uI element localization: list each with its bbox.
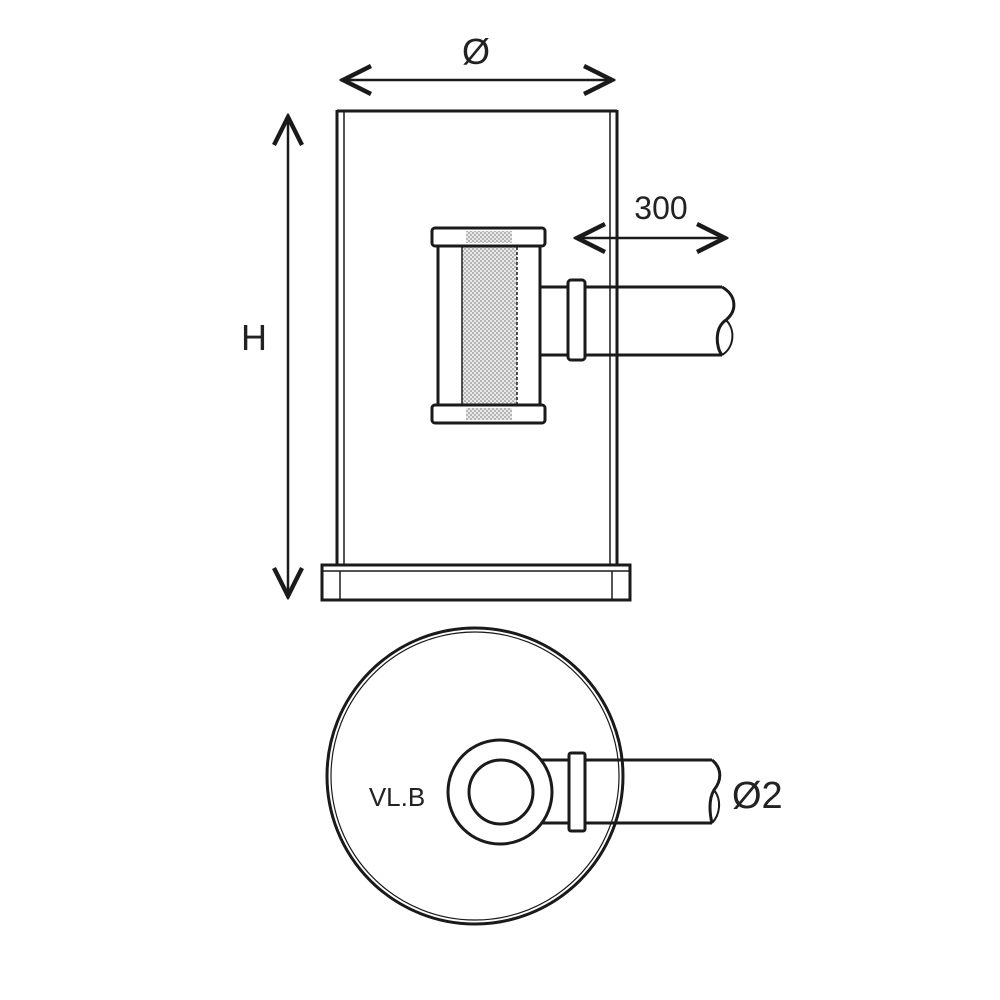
height-label: H xyxy=(241,317,267,358)
model-label: VL.B xyxy=(369,782,425,812)
pipe-offset-label: 300 xyxy=(634,190,687,226)
pipe-diameter-label: Ø2 xyxy=(732,775,783,817)
filter-top-view xyxy=(446,738,554,846)
diameter-label: Ø xyxy=(462,31,490,72)
outlet-pipe-top xyxy=(540,751,722,833)
outlet-pipe-side xyxy=(540,278,736,362)
filter-cartridge xyxy=(430,226,547,425)
base-plate xyxy=(320,563,632,602)
tank-body xyxy=(335,109,619,565)
tank-top-view xyxy=(325,626,625,926)
